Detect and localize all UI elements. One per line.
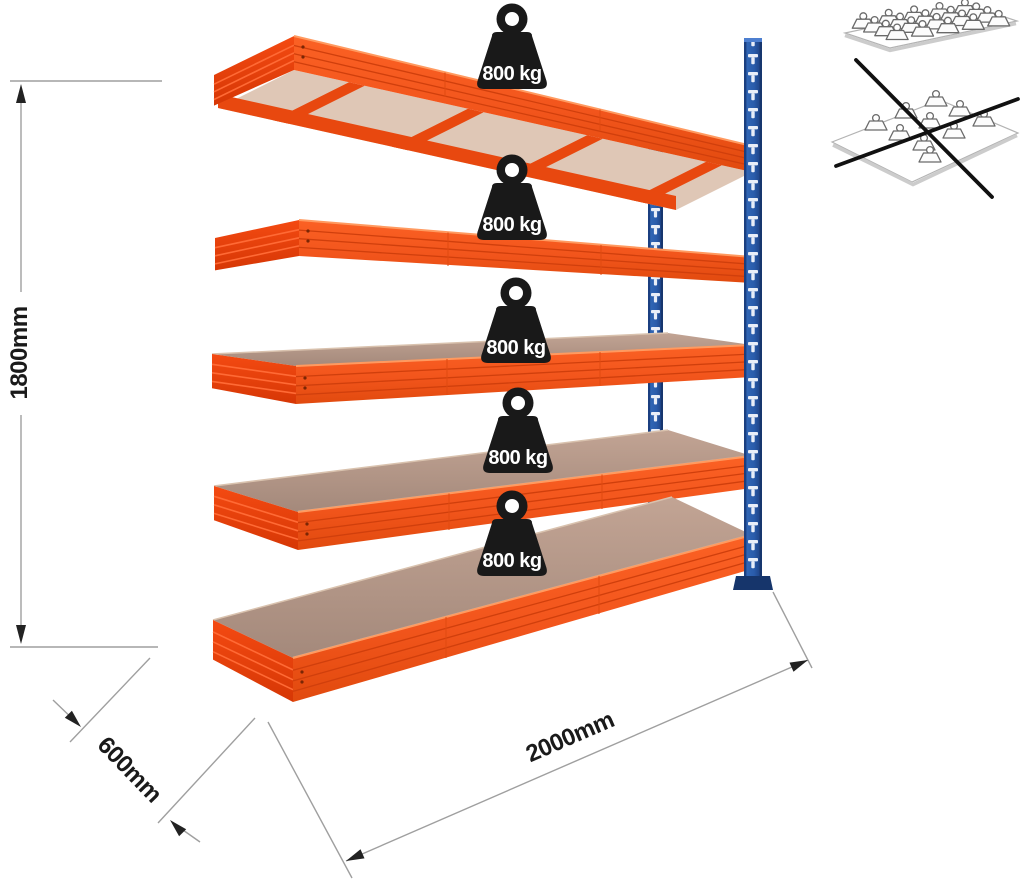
depth-dimension — [52, 657, 256, 843]
load-label: 800 kg — [482, 63, 541, 85]
shelf-front-beam — [294, 36, 752, 172]
width-dimension — [267, 591, 813, 879]
shelf-3 — [211, 332, 753, 404]
shelf-5 — [212, 496, 753, 702]
shelf-front-beam — [299, 220, 752, 283]
dimension-arrow-icon — [64, 710, 81, 727]
load-label: 800 kg — [488, 447, 547, 469]
upright-foot-plate — [733, 576, 773, 590]
shelf-front-beam — [293, 535, 752, 702]
height-dimension — [10, 80, 162, 648]
load-label: 800 kg — [482, 550, 541, 572]
dimension-arrow-icon — [170, 820, 187, 837]
dimension-arrow-icon — [789, 660, 808, 672]
distributed-load-plate-icon — [842, 0, 1020, 53]
dimension-arrow-icon — [16, 84, 26, 103]
load-label: 800 kg — [482, 214, 541, 236]
dimension-arrow-icon — [16, 625, 26, 644]
shelf-deck — [212, 333, 752, 366]
load-distribution-legend — [830, 0, 1020, 199]
shelf-deck — [213, 497, 752, 658]
shelf-underside — [218, 70, 752, 210]
dimension-arrow-icon — [346, 849, 365, 861]
shelf-load-ratings: 800 kg 800 kg 800 kg 800 kg 800 kg — [477, 3, 553, 576]
width-dimension-label: 2000mm — [522, 706, 618, 768]
concentrated-load-plate-icon — [830, 89, 1020, 187]
depth-dimension-label: 600mm — [92, 732, 167, 808]
height-dimension-label: 1800mm — [6, 306, 33, 399]
shelf-end-cap — [214, 36, 294, 106]
prohibited-cross-icon — [834, 58, 1020, 199]
shelf-deck — [214, 430, 752, 512]
shelf-end-cap — [215, 220, 299, 271]
shelf-1 — [213, 35, 753, 210]
rack-upright-front-right — [733, 38, 773, 590]
load-label: 800 kg — [486, 337, 545, 359]
